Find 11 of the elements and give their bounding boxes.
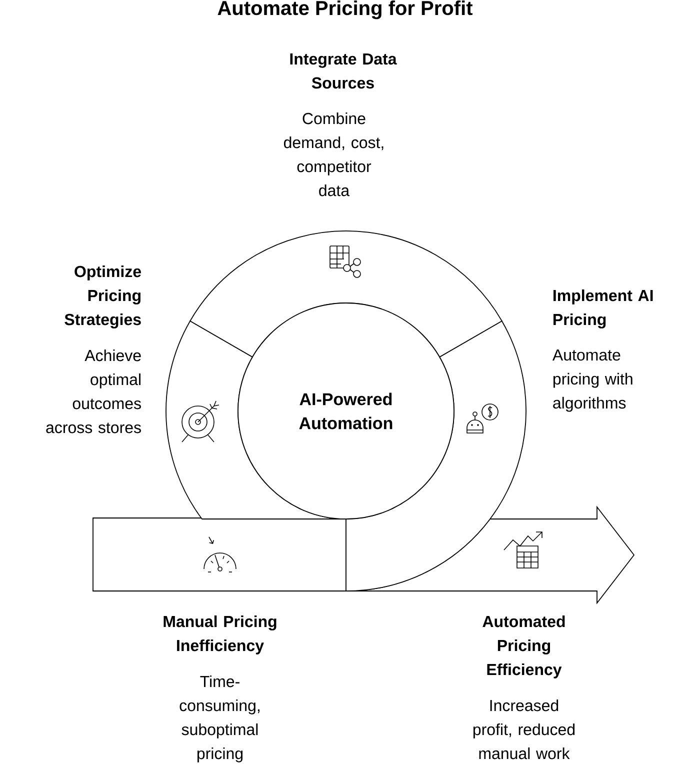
title: Automate Pricing for Profit bbox=[218, 0, 473, 20]
step-description: Time-consuming, suboptimal pricing bbox=[180, 675, 260, 762]
step-description: Achieve optimal outcomes across stores bbox=[46, 349, 141, 434]
step-description: Increased profit, reduced manual work bbox=[473, 699, 575, 760]
step-heading: Manual Pricing Inefficiency bbox=[164, 615, 276, 654]
step-heading: Implement AI Pricing bbox=[554, 289, 653, 328]
step-description: Combine demand, cost, competitor data bbox=[284, 112, 384, 196]
step-heading: Automated Pricing Efficiency bbox=[482, 615, 565, 678]
step-description: Automate pricing with algorithms bbox=[552, 349, 632, 412]
step-heading: Integrate Data Sources bbox=[290, 53, 397, 89]
step-heading: Optimize Pricing Strategies bbox=[64, 265, 141, 328]
